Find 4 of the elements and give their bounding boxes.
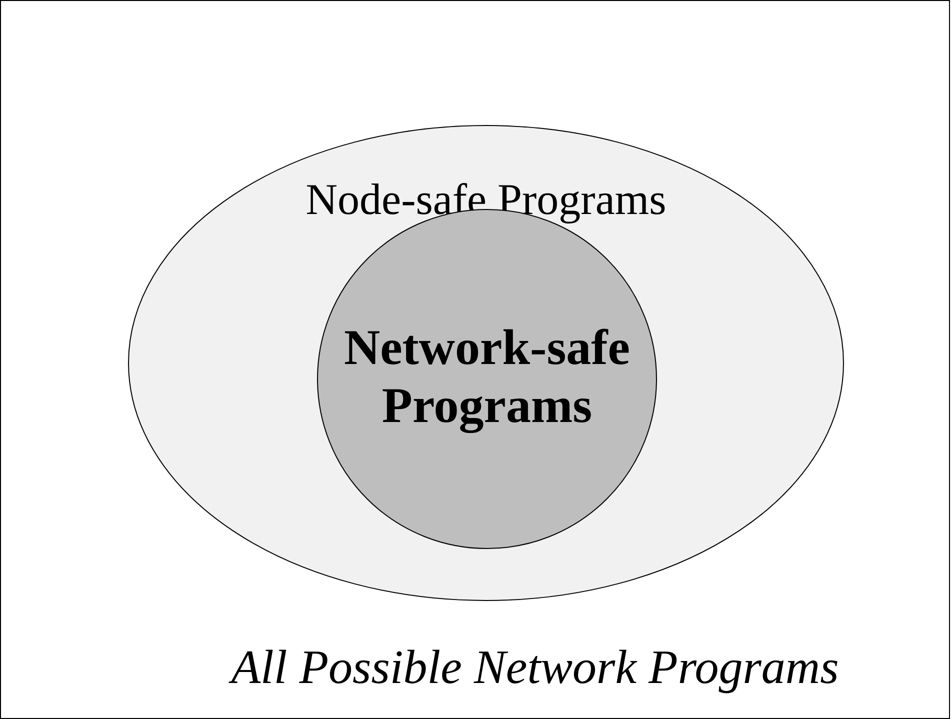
- set-label: Network-safe Programs: [342, 319, 631, 434]
- set-ellipse: [128, 125, 844, 601]
- set-label: All Possible Network Programs: [120, 640, 950, 696]
- set-label: Node-safe Programs: [304, 175, 668, 226]
